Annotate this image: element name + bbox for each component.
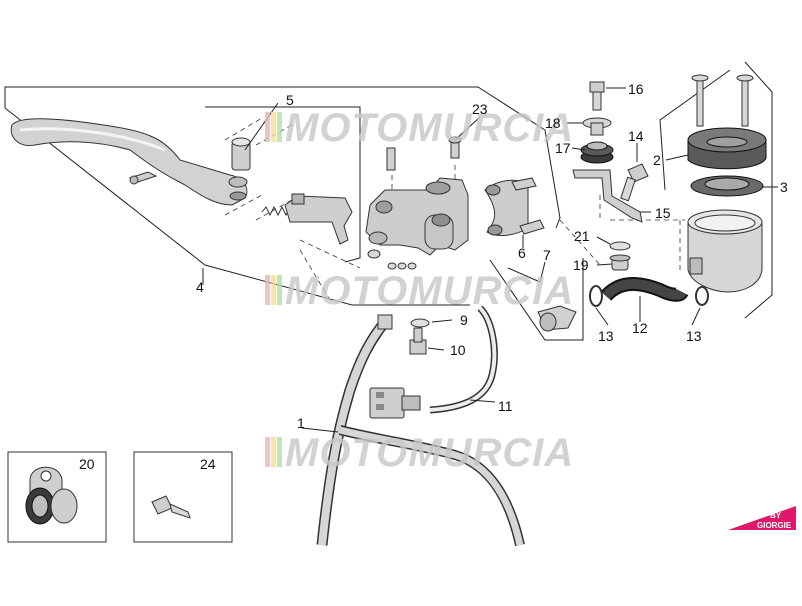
watermark-text: MOTOMURCIA bbox=[285, 269, 574, 313]
reservoir-assembly-box bbox=[659, 61, 773, 319]
brake-lever bbox=[10, 118, 248, 206]
handlebar-clamp bbox=[484, 179, 529, 236]
switch-wire bbox=[429, 305, 498, 414]
watermark-stripe-1 bbox=[265, 112, 270, 142]
cover-screws bbox=[691, 74, 754, 127]
reservoir-diaphragm bbox=[690, 175, 764, 197]
switch-connector bbox=[369, 387, 421, 419]
watermark-text: MOTOMURCIA bbox=[285, 106, 574, 150]
master-cylinder-body bbox=[365, 177, 469, 256]
callout-3: 3 bbox=[780, 179, 788, 195]
brand-line2: GIORGIE bbox=[757, 521, 792, 530]
lever-assembly-box bbox=[205, 106, 361, 263]
reservoir-cap bbox=[687, 127, 767, 170]
small-washers bbox=[367, 249, 417, 270]
banjo-washer bbox=[410, 318, 430, 328]
bolt-16 bbox=[589, 81, 605, 111]
watermark-stripe-3 bbox=[277, 112, 282, 142]
washer-18 bbox=[582, 117, 612, 136]
lever-spring bbox=[261, 205, 289, 217]
callout-15: 15 bbox=[655, 205, 671, 221]
callout-labels: 1 2 3 4 5 6 7 9 10 11 12 13 13 14 15 16 … bbox=[79, 81, 788, 472]
callout-14: 14 bbox=[628, 128, 644, 144]
washer-21 bbox=[609, 241, 631, 251]
callout-6: 6 bbox=[518, 245, 526, 261]
watermark-stripe-1 bbox=[265, 275, 270, 305]
watermark-stripe-2 bbox=[271, 437, 276, 467]
watermark-stripe-2 bbox=[271, 275, 276, 305]
fluid-reservoir bbox=[687, 209, 763, 293]
callout-24: 24 bbox=[200, 456, 216, 472]
callout-23: 23 bbox=[472, 101, 488, 117]
watermark-stripe-3 bbox=[277, 275, 282, 305]
bracket-15 bbox=[572, 169, 643, 223]
callout-10: 10 bbox=[450, 342, 466, 358]
callout-18: 18 bbox=[545, 115, 561, 131]
reservoir-hose bbox=[600, 277, 689, 302]
detail-box-20 bbox=[7, 451, 107, 543]
hose-clamp-left bbox=[589, 285, 603, 307]
leader-lines bbox=[202, 87, 778, 433]
lever-adjuster bbox=[284, 193, 353, 245]
brake-light-switch bbox=[537, 305, 577, 332]
lever-pin bbox=[128, 171, 158, 185]
clamp-screw-bottom bbox=[519, 219, 545, 235]
grommet-19 bbox=[609, 254, 631, 271]
grommet-17 bbox=[580, 141, 614, 164]
callout-5: 5 bbox=[286, 92, 294, 108]
callout-16: 16 bbox=[628, 81, 644, 97]
banjo-bolt bbox=[409, 327, 427, 355]
detail-box-24 bbox=[133, 451, 233, 543]
callout-12: 12 bbox=[632, 320, 648, 336]
callout-13-right: 13 bbox=[686, 328, 702, 344]
watermark-text: MOTOMURCIA bbox=[285, 431, 574, 475]
callout-11: 11 bbox=[498, 398, 513, 414]
watermark-middle: MOTOMURCIA bbox=[265, 269, 574, 313]
screw-left bbox=[386, 147, 396, 171]
watermark-stripe-2 bbox=[271, 112, 276, 142]
callout-7: 7 bbox=[543, 247, 551, 263]
watermark-stripe-3 bbox=[277, 437, 282, 467]
hose-clamp-right bbox=[695, 286, 709, 306]
watermark-bottom: MOTOMURCIA bbox=[265, 431, 574, 475]
watermark-top: MOTOMURCIA bbox=[265, 106, 574, 150]
callout-20: 20 bbox=[79, 456, 95, 472]
callout-4: 4 bbox=[196, 279, 204, 295]
brake-hose bbox=[316, 314, 525, 547]
clamp-screw-top bbox=[511, 177, 537, 191]
callout-21: 21 bbox=[574, 228, 590, 244]
callout-17: 17 bbox=[555, 140, 571, 156]
brand-line1: BY bbox=[770, 511, 782, 520]
callout-2: 2 bbox=[653, 152, 661, 168]
brand-logo: BY GIORGIE bbox=[728, 506, 796, 530]
callout-19: 19 bbox=[573, 257, 589, 273]
watermark-stripe-1 bbox=[265, 437, 270, 467]
callout-9: 9 bbox=[460, 312, 468, 328]
screw-14 bbox=[620, 163, 649, 202]
callout-13-left: 13 bbox=[598, 328, 614, 344]
pivot-bushing bbox=[231, 137, 251, 171]
callout-1: 1 bbox=[297, 415, 305, 431]
